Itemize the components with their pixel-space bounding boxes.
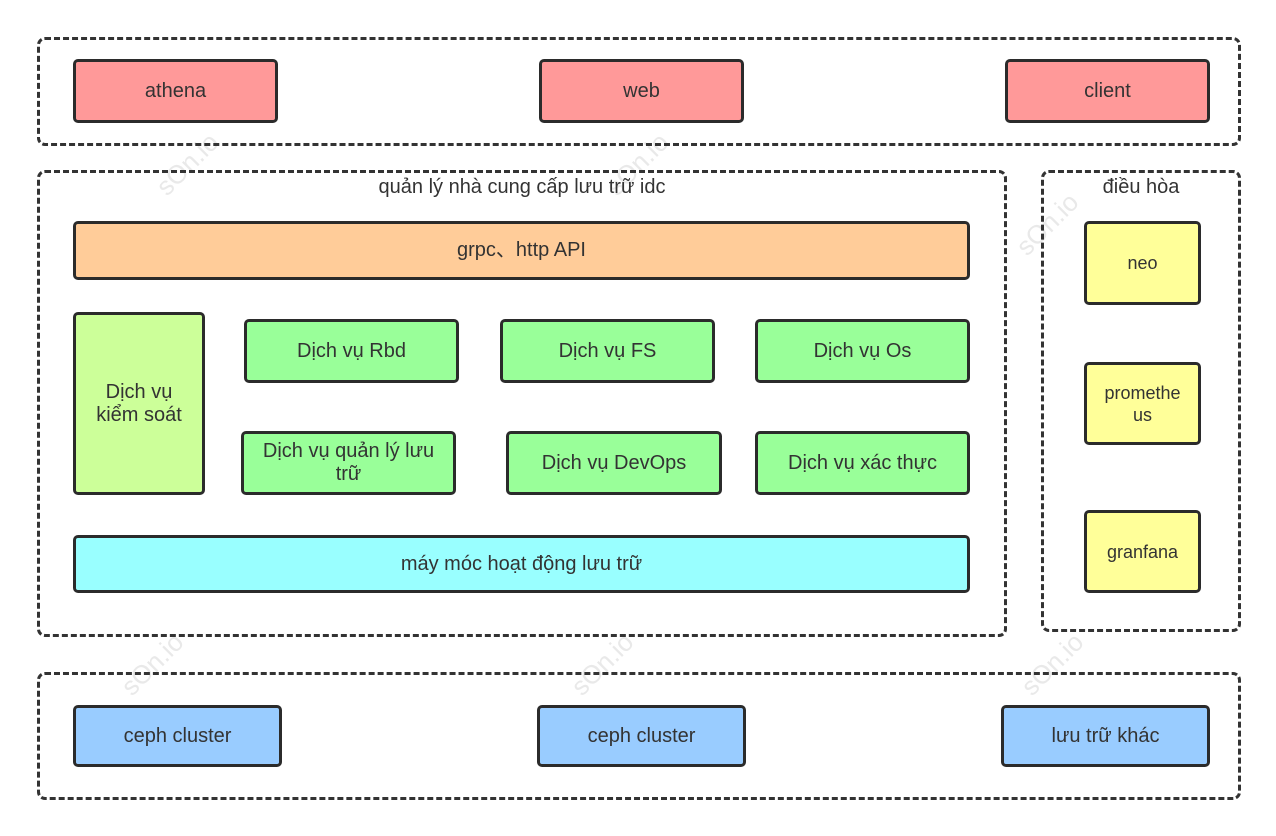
- storage-management-service-node[interactable]: Dịch vụ quản lý lưu trữ: [241, 431, 456, 495]
- other-storage-node[interactable]: lưu trữ khác: [1001, 705, 1210, 767]
- athena-node[interactable]: athena: [73, 59, 278, 123]
- storage-provider-management-group: quản lý nhà cung cấp lưu trữ idc: [37, 170, 1007, 637]
- ceph-cluster-node-1[interactable]: ceph cluster: [73, 705, 282, 767]
- ceph-cluster-node-2[interactable]: ceph cluster: [537, 705, 746, 767]
- auth-service-node[interactable]: Dịch vụ xác thực: [755, 431, 970, 495]
- storage-ops-machine-node[interactable]: máy móc hoạt động lưu trữ: [73, 535, 970, 593]
- devops-service-node[interactable]: Dịch vụ DevOps: [506, 431, 722, 495]
- api-node[interactable]: grpc、http API: [73, 221, 970, 280]
- web-node[interactable]: web: [539, 59, 744, 123]
- rbd-service-node[interactable]: Dịch vụ Rbd: [244, 319, 459, 383]
- storage-layer-group: [37, 672, 1241, 800]
- prometheus-node[interactable]: promethe us: [1084, 362, 1201, 445]
- neo-node[interactable]: neo: [1084, 221, 1201, 305]
- os-service-node[interactable]: Dịch vụ Os: [755, 319, 970, 383]
- control-service-node[interactable]: Dịch vụ kiểm soát: [73, 312, 205, 495]
- client-node[interactable]: client: [1005, 59, 1210, 123]
- scheduling-group-title: điều hòa: [1102, 176, 1180, 198]
- client-layer-group: [37, 37, 1241, 146]
- scheduling-group: điều hòa: [1041, 170, 1241, 632]
- grafana-node[interactable]: granfana: [1084, 510, 1201, 593]
- management-group-title: quản lý nhà cung cấp lưu trữ idc: [378, 176, 666, 198]
- fs-service-node[interactable]: Dịch vụ FS: [500, 319, 715, 383]
